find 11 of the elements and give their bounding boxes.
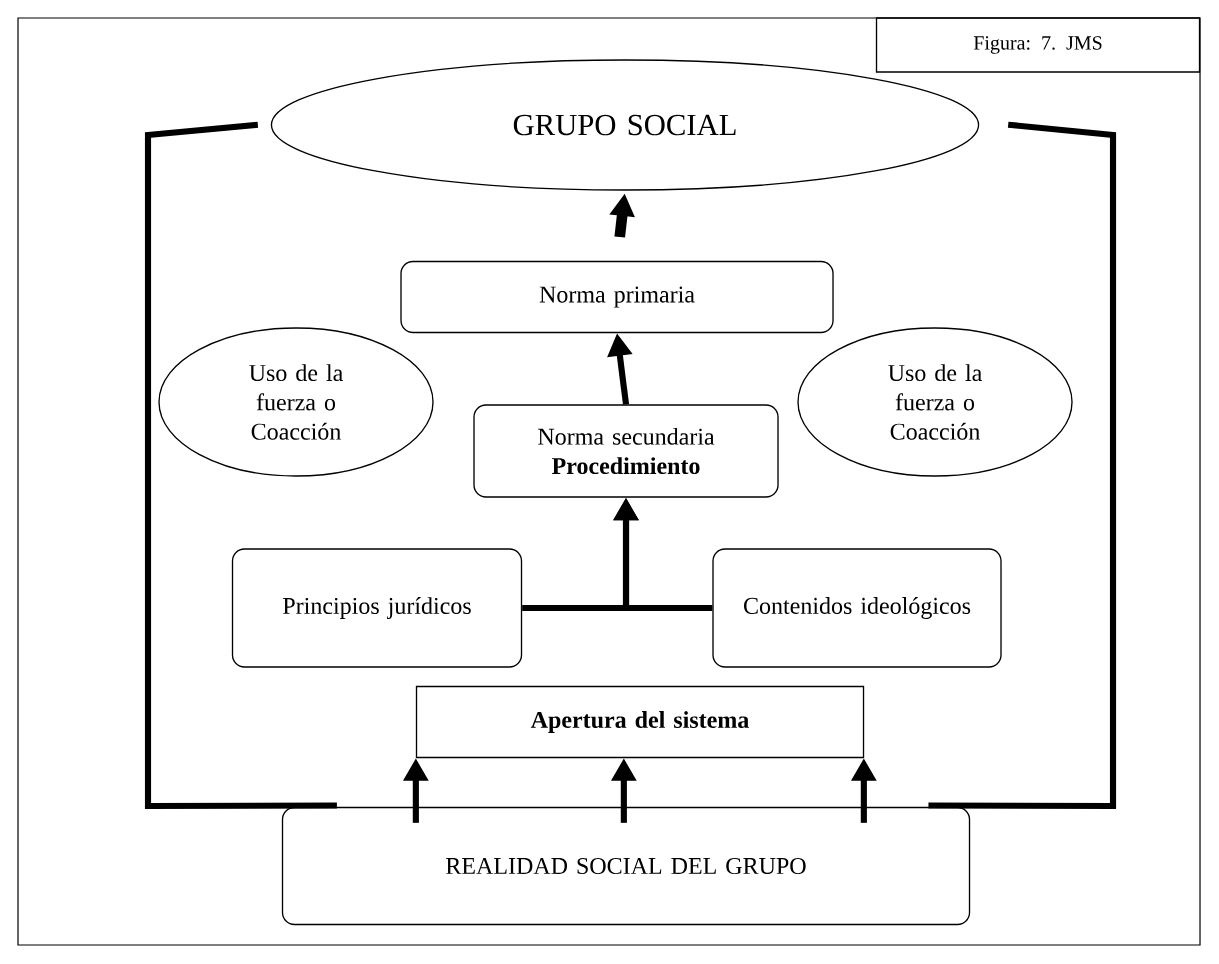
process-box: Contenidos ideológicos <box>712 548 1002 668</box>
oval: Uso de la fuerza o Coacción <box>797 327 1073 477</box>
process-box: Norma primaria <box>400 260 834 334</box>
bracket-line <box>928 121 1117 810</box>
bracket-line <box>144 121 337 810</box>
oval: Uso de la fuerza o Coacción <box>158 327 434 477</box>
figure-label-box: Figura: 7. JMS <box>875 17 1201 73</box>
process-box: Principios jurídicos <box>231 548 523 668</box>
process-box: Apertura del sistema <box>415 685 865 759</box>
process-box: Norma secundaria Procedimiento <box>473 404 779 498</box>
process-box: REALIDAD SOCIAL DEL GRUPO <box>281 806 971 926</box>
